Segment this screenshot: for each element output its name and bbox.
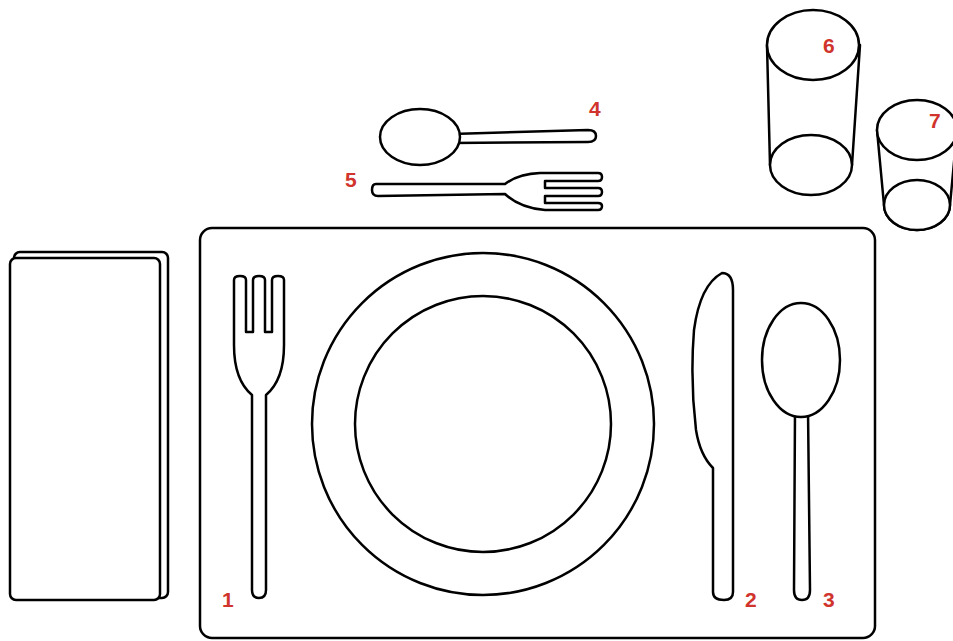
- callout-number: 5: [345, 169, 357, 190]
- callout-number: 6: [823, 35, 835, 56]
- plate: [312, 253, 654, 595]
- placemat: [200, 228, 875, 638]
- water-glass-base: [770, 135, 852, 195]
- soup-spoon: [794, 410, 810, 600]
- knife: [692, 273, 733, 600]
- water-glass-rim: [767, 10, 859, 80]
- dessert-spoon: [452, 130, 596, 143]
- callout-number: 2: [745, 589, 757, 610]
- dinner-fork: [234, 276, 284, 598]
- callout-number: 1: [222, 589, 234, 610]
- napkin: [10, 258, 160, 600]
- soup-spoon-bowl: [762, 303, 840, 417]
- dessert-fork: [372, 173, 602, 210]
- dessert-spoon-bowl: [380, 109, 460, 165]
- small-glass-rim: [877, 100, 953, 160]
- small-glass-base: [884, 180, 950, 230]
- plate-well: [355, 296, 611, 552]
- callout-number: 4: [589, 98, 601, 119]
- callout-number: 3: [823, 589, 835, 610]
- callout-number: 7: [929, 110, 941, 131]
